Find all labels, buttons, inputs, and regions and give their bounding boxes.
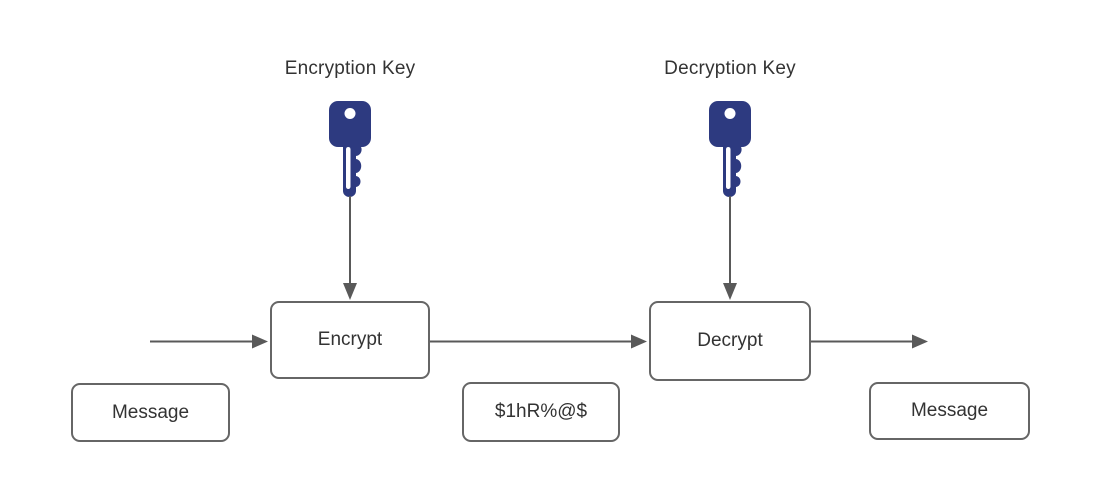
decrypt-box-label: Decrypt — [697, 330, 763, 351]
encryption-key-icon — [329, 101, 371, 197]
ciphertext-label: $1hR%@$ — [494, 401, 588, 422]
key-shaft — [723, 140, 742, 197]
decrypt-box: Decrypt — [649, 301, 811, 381]
key-hole — [724, 108, 736, 119]
message-out-box: Message — [869, 382, 1030, 440]
arrowhead-down-decrypt — [723, 283, 737, 300]
key-slot — [726, 147, 731, 189]
message-in-label: Message — [111, 401, 190, 423]
decryption-key-icon — [709, 101, 751, 197]
arrowhead-into-encrypt — [252, 334, 268, 349]
encrypt-box: Encrypt — [270, 301, 430, 379]
encrypt-box-label: Encrypt — [317, 329, 383, 350]
ciphertext-box: $1hR%@$ — [462, 382, 620, 442]
key-shaft — [343, 140, 362, 197]
encryption-key-label: Encryption Key — [284, 58, 416, 79]
key-slot — [346, 147, 351, 189]
message-out-label: Message — [910, 400, 989, 421]
key-head — [709, 101, 751, 147]
key-hole — [344, 108, 356, 119]
arrowhead-out-decrypt — [912, 334, 928, 349]
decryption-key-label: Decryption Key — [664, 58, 796, 79]
arrowhead-into-decrypt — [631, 334, 647, 349]
message-in-box: Message — [71, 383, 230, 442]
key-head — [329, 101, 371, 147]
arrowhead-down-encrypt — [343, 283, 357, 300]
